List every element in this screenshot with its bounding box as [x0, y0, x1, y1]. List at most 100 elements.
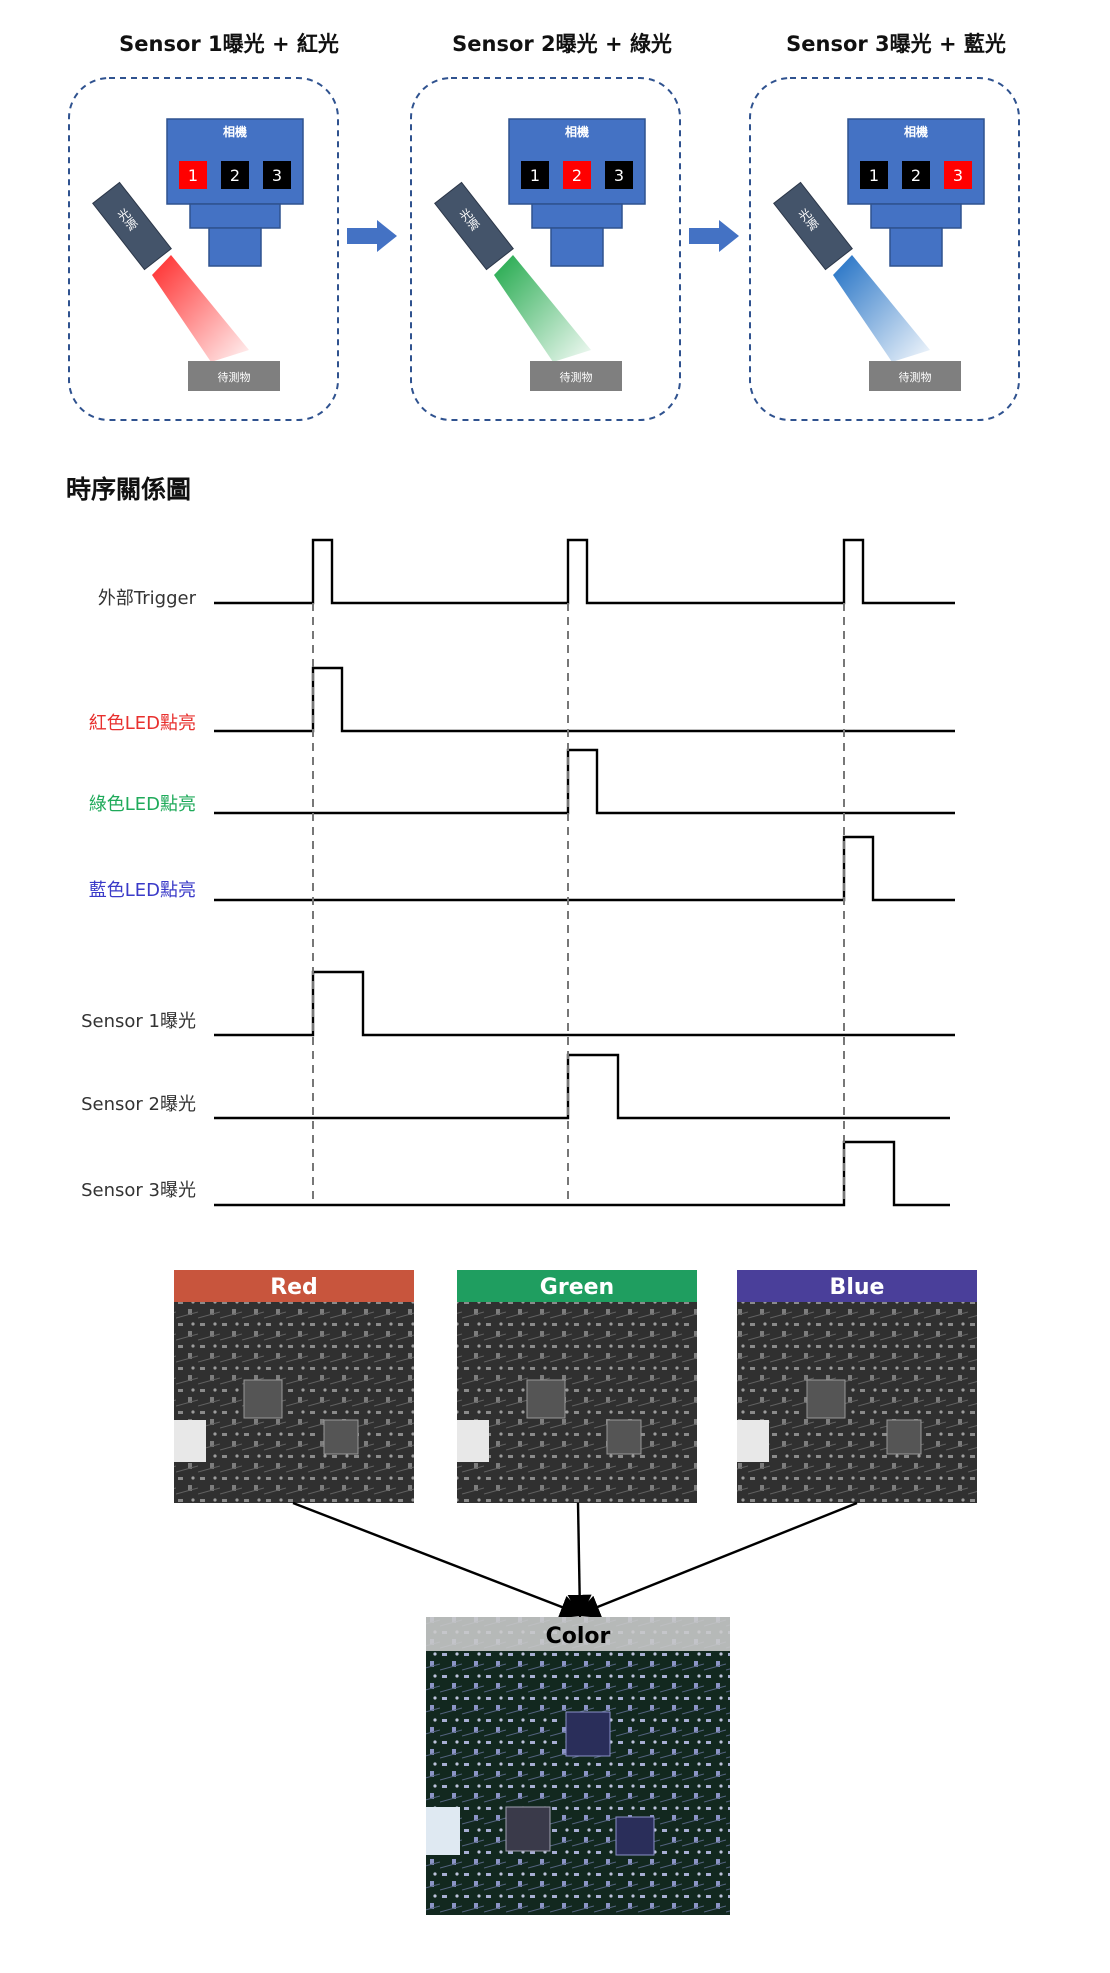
sensor-number: 2 [230, 166, 240, 185]
chip [886, 1419, 922, 1455]
sensor-box-2 [563, 161, 591, 189]
sensor-box-1 [179, 161, 207, 189]
camera-mount [189, 203, 281, 229]
sensor-number: 3 [953, 166, 963, 185]
signal-trace-2 [214, 666, 955, 733]
stage-dashed-frame [749, 77, 1020, 421]
camera-label: 相機 [223, 124, 247, 139]
chip [323, 1419, 359, 1455]
channel-label: Green [540, 1275, 614, 1300]
chip [526, 1379, 566, 1419]
white-pad [426, 1807, 460, 1855]
channel-header [737, 1270, 977, 1302]
sensor-box-1 [521, 161, 549, 189]
channel-photo-texture [174, 1270, 414, 1503]
merge-arrow-2 [567, 1502, 592, 1619]
channel-image-green: Green [457, 1270, 697, 1503]
chip [606, 1419, 642, 1455]
light-body [773, 181, 853, 271]
object-block [188, 361, 280, 391]
sensor-number: 2 [572, 166, 582, 185]
stage-3-title: Sensor 3曝光 + 藍光 [786, 32, 1006, 56]
sensor-box-3 [605, 161, 633, 189]
white-pad [737, 1420, 769, 1462]
object-label: 待測物 [218, 370, 251, 384]
sensor-number: 1 [188, 166, 198, 185]
sensor-box-2 [221, 161, 249, 189]
sensor-number: 3 [272, 166, 282, 185]
stage-arrow-2 [689, 220, 739, 252]
signal-trace-4 [214, 835, 955, 902]
stage-dashed-frame [68, 77, 339, 421]
channel-header [174, 1270, 414, 1302]
signal-label-blue-led: 藍色LED點亮 [88, 880, 196, 901]
color-header [426, 1617, 730, 1651]
color-result-image: Color [426, 1617, 730, 1915]
stage-arrow-1 [347, 220, 397, 252]
signal-trace-5 [214, 970, 955, 1037]
sensor-box-3 [944, 161, 972, 189]
chip [615, 1816, 655, 1856]
timing-title: 時序關係圖 [66, 475, 192, 504]
camera-lens [889, 227, 943, 267]
channel-label: Blue [830, 1275, 885, 1300]
white-pad [457, 1420, 489, 1462]
object-block [530, 361, 622, 391]
light-beam [494, 255, 591, 362]
camera-lens [550, 227, 604, 267]
merge-arrow-3 [575, 1501, 858, 1618]
sensor-box-3 [263, 161, 291, 189]
signal-label-red-led: 紅色LED點亮 [88, 713, 196, 734]
light-beam [152, 255, 249, 362]
sensor-number: 1 [530, 166, 540, 185]
camera-lens [208, 227, 262, 267]
camera-mount [531, 203, 623, 229]
object-label: 待測物 [899, 370, 932, 384]
light-body [434, 181, 514, 271]
color-label: Color [546, 1624, 611, 1649]
channel-header [457, 1270, 697, 1302]
signal-label-trigger: 外部Trigger [97, 588, 196, 609]
light-source: 光源 [434, 181, 514, 271]
stage-1-title: Sensor 1曝光 + 紅光 [119, 32, 339, 56]
chip [806, 1379, 846, 1419]
chip [505, 1806, 551, 1852]
white-pad [174, 1420, 206, 1462]
channel-image-red: Red [174, 1270, 414, 1503]
camera-label: 相機 [904, 124, 928, 139]
channel-image-blue: Blue [737, 1270, 977, 1503]
camera-label: 相機 [565, 124, 589, 139]
object-label: 待測物 [560, 370, 593, 384]
sensor-box-2 [902, 161, 930, 189]
signal-trace-1 [214, 538, 955, 605]
signal-trace-3 [214, 748, 955, 815]
chip [243, 1379, 283, 1419]
light-source: 光源 [773, 181, 853, 271]
signal-label-sensor-1: Sensor 1曝光 [81, 1011, 196, 1032]
stage-dashed-frame [410, 77, 681, 421]
sensor-number: 3 [614, 166, 624, 185]
sensor-number: 2 [911, 166, 921, 185]
merge-arrow-1 [292, 1501, 585, 1619]
signal-label-green-led: 綠色LED點亮 [88, 794, 196, 815]
signal-trace-6 [214, 1053, 950, 1120]
object-block [869, 361, 961, 391]
light-beam [833, 255, 930, 362]
signal-trace-7 [214, 1140, 950, 1207]
camera-mount [870, 203, 962, 229]
light-source: 光源 [92, 181, 172, 271]
channel-label: Red [270, 1275, 318, 1300]
stage-2-title: Sensor 2曝光 + 綠光 [452, 32, 672, 56]
color-photo-texture [426, 1617, 730, 1915]
signal-label-sensor-2: Sensor 2曝光 [81, 1094, 196, 1115]
signal-label-sensor-3: Sensor 3曝光 [81, 1180, 196, 1201]
chip [565, 1711, 611, 1757]
channel-photo-texture [737, 1270, 977, 1503]
sensor-box-1 [860, 161, 888, 189]
sensor-number: 1 [869, 166, 879, 185]
